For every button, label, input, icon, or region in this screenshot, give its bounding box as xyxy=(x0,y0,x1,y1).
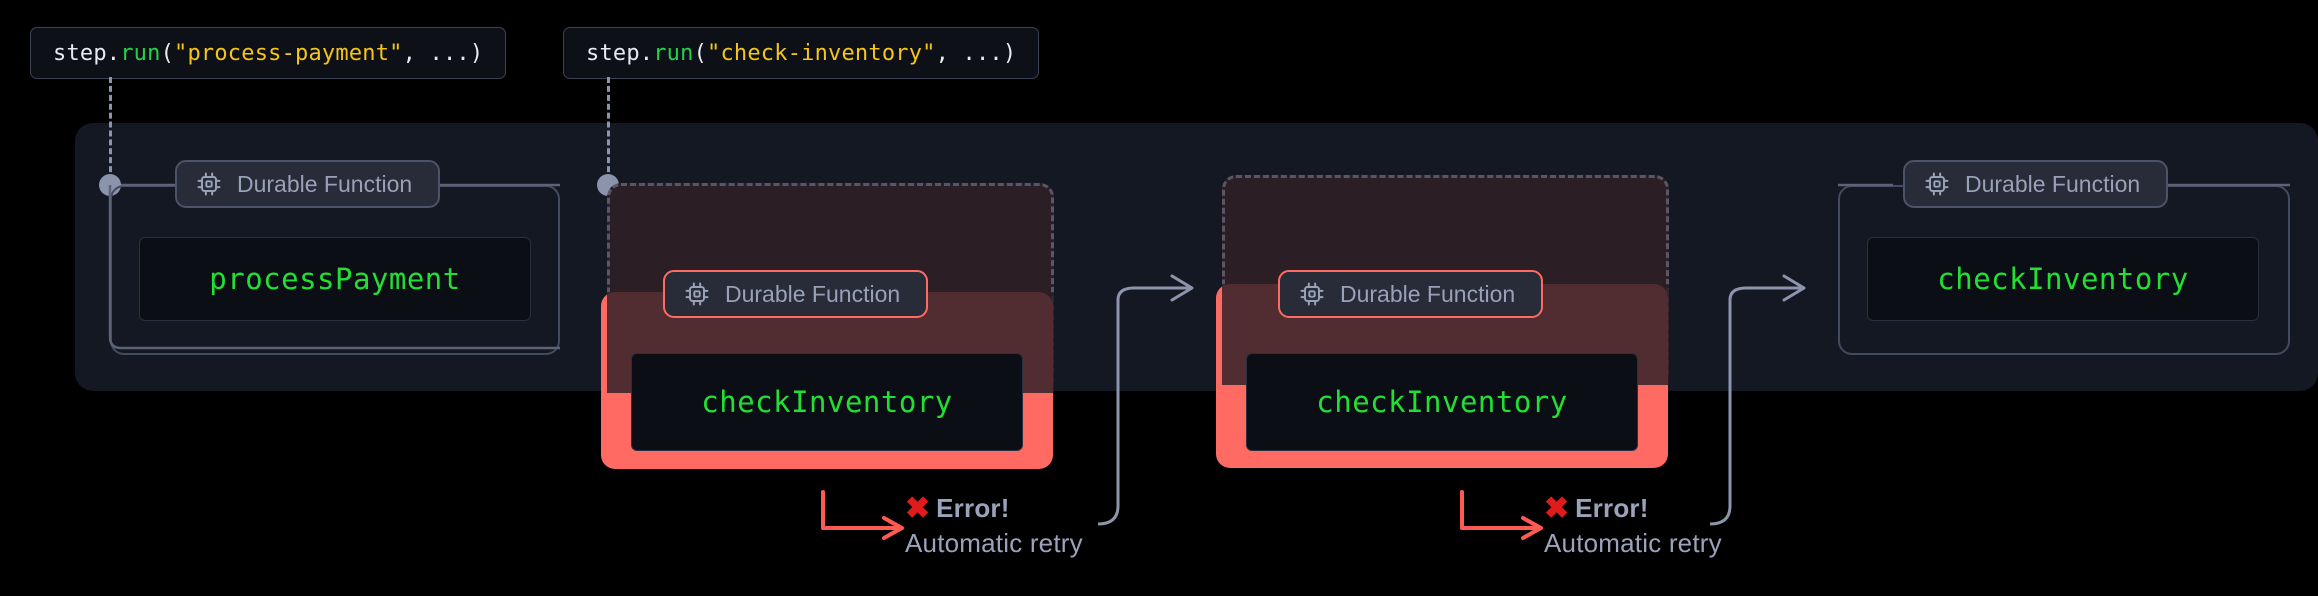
error-x-icon: ✖ xyxy=(1544,491,1570,525)
callout-1-prefix: step. xyxy=(53,40,121,66)
callout-1-fn: run xyxy=(120,40,161,66)
badge-label: Durable Function xyxy=(725,280,901,307)
drop-line-2 xyxy=(607,77,610,181)
error-arrow-1 xyxy=(821,490,902,530)
error-x-icon: ✖ xyxy=(905,491,931,525)
durable-function-badge-failed-1: Durable Function xyxy=(663,270,929,318)
badge-label: Durable Function xyxy=(1340,280,1516,307)
durable-function-badge-failed-2: Durable Function xyxy=(1278,270,1544,318)
error-annotation-2: ✖ Error! Automatic retry xyxy=(1544,493,1722,559)
callout-2-tail: , ...) xyxy=(935,40,1017,66)
error-headline-1: ✖ Error! xyxy=(905,493,1083,524)
step-code-text: processPayment xyxy=(209,262,461,296)
callout-process-payment: step.run("process-payment", ...) xyxy=(30,27,507,79)
badge-label: Durable Function xyxy=(237,170,413,197)
callout-2-open: ( xyxy=(693,40,708,66)
badge-label: Durable Function xyxy=(1965,170,2141,197)
durable-function-badge: Durable Function xyxy=(175,160,441,208)
callout-1-tail: , ...) xyxy=(402,40,484,66)
cpu-chip-icon xyxy=(1300,282,1324,306)
error-arrow-2 xyxy=(1460,490,1541,530)
cpu-chip-icon xyxy=(685,282,709,306)
step-code-box: processPayment xyxy=(139,237,531,321)
error-annotation-1: ✖ Error! Automatic retry xyxy=(905,493,1083,559)
callout-2-prefix: step. xyxy=(586,40,654,66)
error-subtitle: Automatic retry xyxy=(905,528,1083,558)
step-code-text: checkInventory xyxy=(1316,385,1568,419)
step-code-text: checkInventory xyxy=(1937,262,2189,296)
step-code-box: checkInventory xyxy=(1867,237,2259,321)
error-title: Error! xyxy=(1575,493,1649,523)
step-code-box: checkInventory xyxy=(631,353,1023,451)
drop-line-1 xyxy=(109,77,112,181)
step-code-box: checkInventory xyxy=(1246,353,1638,451)
error-subtitle: Automatic retry xyxy=(1544,528,1722,558)
callout-2-fn: run xyxy=(653,40,694,66)
step-process-payment[interactable]: Durable Function processPayment xyxy=(110,160,560,355)
step-check-inventory-success[interactable]: Durable Function checkInventory xyxy=(1838,160,2290,355)
error-headline-2: ✖ Error! xyxy=(1544,493,1722,524)
step-code-text: checkInventory xyxy=(701,385,953,419)
callout-check-inventory: step.run("check-inventory", ...) xyxy=(563,27,1040,79)
callout-1-open: ( xyxy=(160,40,175,66)
error-title: Error! xyxy=(936,493,1010,523)
error-arrowhead-2 xyxy=(1521,516,1543,540)
cpu-chip-icon xyxy=(1925,172,1949,196)
durable-function-badge: Durable Function xyxy=(1903,160,2169,208)
error-arrowhead-1 xyxy=(882,516,904,540)
cpu-chip-icon xyxy=(197,172,221,196)
callout-1-string: "process-payment" xyxy=(174,40,403,66)
callout-2-string: "check-inventory" xyxy=(707,40,936,66)
